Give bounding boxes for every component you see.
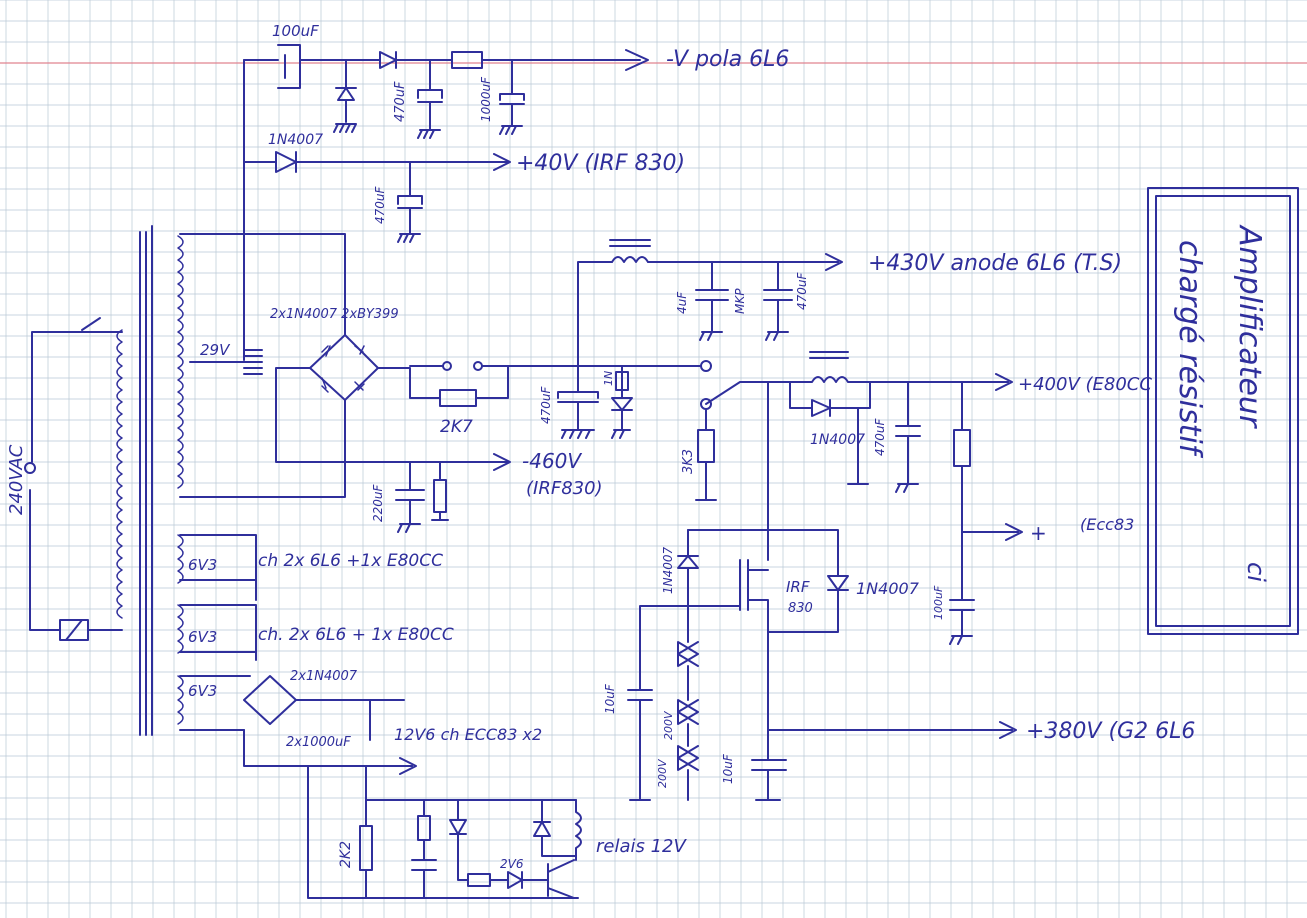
hv-tap-label: 29V bbox=[200, 341, 231, 359]
bias-diode-label: 1N4007 bbox=[268, 132, 323, 148]
anode-supply: 4uF MKP 470uF +430V anode 6L6 (T.S) bbox=[577, 239, 1122, 367]
heater-line-2: ch. 2x 6L6 + 1x E80CC bbox=[258, 625, 454, 645]
bias-supply: 100uF 470uF 1000uF -V pola 6L6 1N4007 47… bbox=[243, 22, 789, 243]
heater-line-1: ch 2x 6L6 +1x E80CC bbox=[258, 551, 443, 571]
regulator: 3K3 +400V (E80CC 1N4007 470uF + (Ecc83 1… bbox=[603, 351, 1195, 801]
reg-cap-final-label: 100uF bbox=[932, 585, 945, 620]
reg-mosfet-part: 830 bbox=[788, 601, 813, 616]
heater-12v-label: 12V6 ch ECC83 x2 bbox=[394, 725, 542, 744]
relay-label: relais 12V bbox=[596, 836, 688, 857]
reg-diode-protect-label: 1N4007 bbox=[856, 579, 920, 598]
hv-secondary-wiring: 29V bbox=[179, 59, 346, 498]
neg-cap-label: 220uF bbox=[371, 483, 385, 522]
mains-label: 240VAC bbox=[6, 444, 27, 515]
mains-input: 240VAC bbox=[6, 317, 123, 641]
bias-40v-output: +40V (IRF 830) bbox=[516, 151, 685, 176]
reg-diode-400-label: 1N4007 bbox=[810, 432, 865, 448]
relay-zener-label: 2V6 bbox=[500, 857, 524, 871]
anode-output-label: +430V anode 6L6 (T.S) bbox=[868, 251, 1122, 276]
heater-bridge-label: 2x1N4007 bbox=[290, 669, 358, 684]
reg-ecc-note: (Ecc83 bbox=[1080, 515, 1134, 534]
reg-zener-1-label: 200V bbox=[662, 710, 675, 740]
hv-zener-label: 1N bbox=[602, 371, 615, 386]
hv-resistor-label: 2K7 bbox=[440, 417, 473, 437]
reg-resistor-label: 3K3 bbox=[681, 449, 696, 474]
heater-1-tap: 6V3 bbox=[188, 556, 217, 574]
hv-rectifier: 2x1N4007 2xBY399 2K7 470uF 1N 220uF -460… bbox=[270, 307, 701, 533]
heater-caps-label: 2x1000uF bbox=[286, 735, 351, 750]
bridge-label: 2x1N4007 2xBY399 bbox=[270, 307, 399, 322]
heater-2-tap: 6V3 bbox=[188, 628, 217, 646]
reg-mosfet-label: IRF bbox=[786, 578, 810, 596]
reg-cap-out-label: 10uF bbox=[721, 753, 735, 784]
bias-cap-40v-label: 470uF bbox=[373, 185, 387, 224]
mains-transformer bbox=[116, 225, 184, 736]
neg-output-label: -460V bbox=[522, 449, 582, 473]
reg-cap-400-label: 470uF bbox=[873, 417, 887, 456]
reg-diode-gate-label: 1N4007 bbox=[661, 546, 675, 594]
reg-g2-output: +380V (G2 6L6 bbox=[1026, 719, 1195, 744]
bias-cap-in-label: 100uF bbox=[272, 22, 319, 40]
neg-note-label: (IRF830) bbox=[526, 478, 603, 499]
heater-3-tap: 6V3 bbox=[188, 682, 217, 700]
relay-resistor-label: 2K2 bbox=[338, 841, 354, 868]
relay-circuit: 2K2 2V6 relais 12V bbox=[307, 765, 688, 899]
amplifier-box: Amplificateur chargé résistif ci bbox=[1147, 187, 1299, 635]
bias-cap-1-label: 470uF bbox=[393, 81, 408, 122]
box-line-1: Amplificateur bbox=[1232, 224, 1267, 429]
reg-cap-gate-label: 10uF bbox=[603, 683, 617, 714]
bias-output-label: -V pola 6L6 bbox=[666, 47, 789, 72]
box-line-2: chargé résistif bbox=[1172, 240, 1207, 459]
anode-mkp-cap-label: 4uF bbox=[675, 291, 689, 314]
anode-mkp-label: MKP bbox=[733, 288, 747, 314]
reg-plus-label: + bbox=[1030, 521, 1047, 545]
reg-zener-2-label: 200V bbox=[656, 758, 669, 788]
hv-cap-main-label: 470uF bbox=[539, 385, 553, 424]
box-line-3: ci bbox=[1242, 562, 1270, 582]
bias-cap-2-label: 1000uF bbox=[479, 76, 493, 122]
anode-cap-label: 470uF bbox=[795, 271, 809, 310]
reg-400-output: +400V (E80CC bbox=[1018, 374, 1152, 395]
heater-supply: 6V3 6V3 6V3 ch 2x 6L6 +1x E80CC ch. 2x 6… bbox=[179, 534, 542, 775]
